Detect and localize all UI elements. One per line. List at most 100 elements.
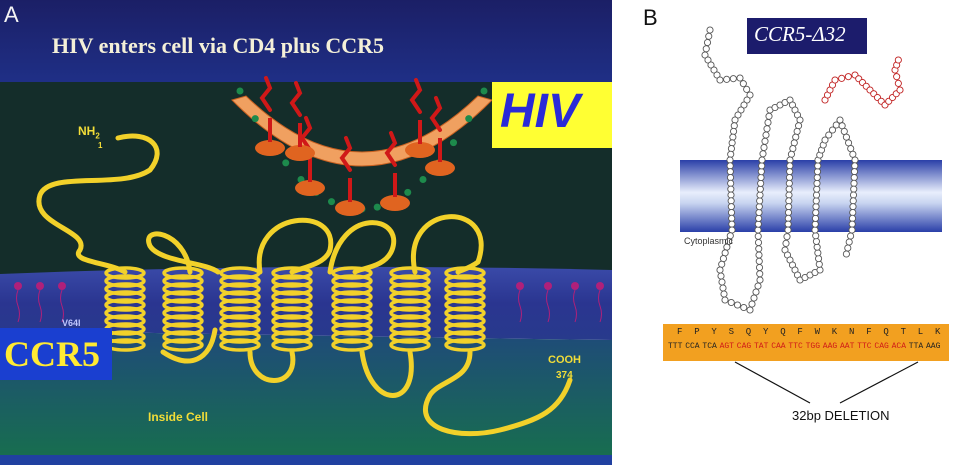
residue-bead — [727, 298, 735, 307]
helix-turn — [104, 314, 146, 328]
virion-dot — [251, 115, 259, 123]
lipid-tail — [573, 289, 577, 323]
panel-a-diagram — [0, 0, 612, 465]
helix-turn — [162, 298, 204, 312]
residue-bead — [786, 168, 794, 176]
helix-turn — [331, 338, 373, 352]
residue-bead — [784, 226, 792, 234]
gp120-stalk — [339, 136, 353, 172]
residue-bead — [785, 191, 793, 199]
gp120-stalk — [259, 76, 273, 112]
panel-b-title-box — [747, 18, 867, 54]
lipid-head — [36, 282, 44, 290]
helix-turn — [331, 306, 373, 320]
residue-bead — [845, 238, 853, 246]
lipid-head — [58, 282, 66, 290]
virion-dot — [236, 87, 244, 95]
helix-turn — [162, 322, 204, 336]
helix-turn — [104, 306, 146, 320]
helix-turn — [162, 338, 204, 352]
virion-dot — [404, 188, 412, 196]
deletion-pointer — [734, 361, 919, 404]
residue-bead — [759, 150, 767, 158]
helix-turn — [162, 290, 204, 304]
codon: CAA — [771, 342, 786, 351]
residue-bead — [848, 226, 856, 234]
residue-bead — [812, 232, 820, 240]
residue-bead — [790, 139, 798, 147]
residue-bead — [850, 185, 858, 193]
residue-bead — [849, 191, 858, 199]
amino-acid: L — [917, 327, 924, 337]
amino-acid: K — [831, 327, 838, 337]
codon: TTC — [788, 342, 803, 351]
inside-cell-label: Inside Cell — [148, 410, 209, 424]
residue-bead — [754, 238, 763, 247]
helix-turn — [162, 274, 204, 288]
amino-acid: Q — [883, 327, 889, 337]
residue-bead — [756, 197, 764, 205]
helix-turn — [389, 290, 431, 304]
hiv-virion — [231, 76, 493, 216]
hiv-label: HIV — [500, 85, 581, 138]
residue-bead — [757, 179, 765, 187]
residue-bead — [743, 85, 751, 93]
residue-bead — [718, 278, 726, 286]
helix-turn — [271, 330, 313, 344]
helix-turn — [104, 266, 146, 280]
ccr5-label: CCR5 — [4, 334, 100, 374]
ccr5-protein-chain — [36, 133, 573, 437]
residue-bead — [758, 162, 766, 170]
virion-dot — [465, 115, 473, 123]
residue-bead — [848, 214, 857, 222]
residue-bead — [734, 111, 742, 119]
residue-bead — [746, 91, 754, 99]
residue-bead — [813, 179, 821, 187]
residue-bead — [847, 232, 855, 240]
helix-turn — [389, 298, 431, 312]
gp41-foot — [405, 142, 435, 158]
helix-turn — [444, 314, 486, 328]
gp41-foot — [425, 160, 455, 176]
helix-turn — [444, 266, 486, 280]
residue-bead — [717, 272, 725, 280]
residue-bead — [703, 38, 712, 47]
helix-turn — [331, 314, 373, 328]
amino-acid: F — [866, 327, 872, 337]
virion-glycoproteins — [236, 76, 488, 216]
helix-turn — [331, 290, 373, 304]
residue-bead — [849, 197, 857, 205]
helix-turn — [271, 306, 313, 320]
residue-bead — [731, 116, 739, 124]
gp41-foot — [335, 200, 365, 216]
amino-acid: F — [797, 327, 803, 337]
residue-bead — [785, 197, 793, 205]
virion-dot — [419, 176, 427, 183]
residue-bead — [727, 197, 735, 205]
helix-turn — [389, 306, 431, 320]
residue-bead — [727, 208, 736, 217]
residue-bead — [719, 255, 727, 263]
residue-bead — [811, 226, 819, 234]
residue-bead — [785, 173, 794, 182]
virion-dot — [282, 159, 290, 167]
residue-bead — [812, 203, 820, 211]
residue-bead — [701, 51, 709, 59]
virion-dot — [450, 139, 457, 147]
residue-bead — [849, 208, 857, 217]
lipid-tail — [60, 289, 64, 323]
residue-bead — [755, 257, 763, 265]
residue-bead — [730, 122, 738, 130]
helix-turn — [389, 282, 431, 296]
codon: TTC — [857, 342, 872, 351]
helix-turn — [444, 338, 486, 352]
lipid-tail — [38, 289, 42, 323]
residue-bead — [795, 122, 803, 130]
residue-bead — [793, 127, 801, 135]
residue-bead — [838, 74, 846, 82]
residue-bead — [726, 156, 734, 164]
residue-bead — [754, 226, 762, 234]
residue-bead — [851, 162, 859, 170]
residue-bead — [761, 137, 769, 145]
